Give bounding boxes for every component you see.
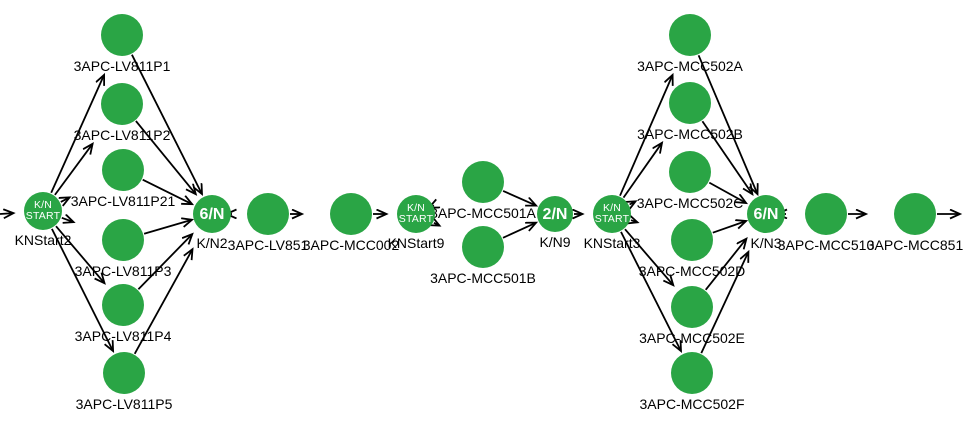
node-lv811p2[interactable]	[101, 83, 143, 125]
node-inner-text: 6/N	[753, 205, 779, 223]
edge-mcc502e-kn3	[704, 239, 747, 291]
node-mcc501a[interactable]	[462, 161, 504, 203]
node-mcc502f[interactable]	[671, 352, 713, 394]
node-label: 3APC-MCC501A	[430, 205, 536, 221]
edge-knstart2-lv811p21	[61, 197, 70, 202]
node-inner-text: 6/N	[199, 205, 225, 223]
edge-lv811p21-kn2	[142, 178, 192, 205]
node-mcc502b[interactable]	[669, 82, 711, 124]
edge-knstart2-lv811p4	[55, 225, 105, 283]
node-label: 3APC-LV851	[227, 237, 309, 253]
node-label: 3APC-LV811P1	[73, 58, 171, 74]
node-lv851[interactable]	[247, 193, 289, 235]
node-label: 3APC-LV811P5	[75, 396, 173, 412]
node-label: 3APC-MCC502B	[637, 126, 743, 142]
node-label: 3APC-MCC502A	[637, 58, 743, 74]
edge-mcc501a-kn9	[502, 190, 536, 206]
node-lv811p1[interactable]	[101, 14, 143, 56]
edge-knstart3-mcc502c	[630, 201, 636, 204]
edge-knstart2-lv811p1	[50, 75, 104, 194]
node-label: 3APC-MCC502E	[639, 330, 745, 346]
node-inner-text: 2/N	[542, 205, 568, 223]
node-label: 3APC-LV811P3	[74, 263, 172, 279]
node-label: 3APC-MCC502D	[638, 263, 746, 279]
edge-mcc502f-kn3	[700, 252, 748, 354]
node-label: 3APC-MCC502C	[636, 195, 744, 211]
node-label: 3APC-LV811P2	[73, 127, 171, 143]
node-mcc502e[interactable]	[671, 286, 713, 328]
node-label: 3APC-MCC501B	[430, 270, 536, 286]
node-lv811p4[interactable]	[102, 284, 144, 326]
edge-mcc502a-kn3	[697, 54, 758, 194]
node-label: KNStart2	[14, 232, 72, 248]
node-label: 3APC-MCC002	[302, 237, 400, 253]
node-label: K/N9	[539, 234, 571, 250]
edge-knstart2-lv811p2	[54, 144, 93, 196]
edge-knstart3-mcc502a	[619, 75, 673, 197]
node-label: 3APC-MCC851	[866, 237, 964, 253]
edge-lv811p1-kn2	[131, 54, 202, 194]
edge-knstart3-mcc502b	[622, 143, 663, 199]
edge-mcc502b-kn3	[701, 120, 752, 194]
node-label: KNStart9	[387, 235, 445, 251]
edge-knstart3-mcc502e	[624, 228, 673, 285]
edge-mcc502d-kn3	[712, 221, 746, 234]
edge-knstart2-lv811p3	[61, 218, 74, 222]
node-label: K/N3	[750, 235, 782, 251]
node-kn3[interactable]: 6/N	[747, 195, 785, 233]
edge-knstart3-mcc502f	[620, 231, 681, 351]
node-mcc501b[interactable]	[462, 226, 504, 268]
edge-lv811p4-kn2	[137, 234, 192, 290]
node-mcc510[interactable]	[805, 193, 847, 235]
node-lv811p3[interactable]	[102, 219, 144, 261]
node-lv811p5[interactable]	[103, 352, 145, 394]
edge-group	[0, 54, 960, 355]
edge-lv811p2-kn2	[135, 120, 196, 194]
node-label: 3APC-LV811P21	[70, 193, 176, 209]
node-label: 3APC-MCC510	[777, 237, 875, 253]
node-kn2[interactable]: 6/N	[193, 195, 231, 233]
node-label: K/N2	[196, 235, 228, 251]
node-lv811p21[interactable]	[102, 149, 144, 191]
edge-lv811p5-kn2	[133, 249, 193, 355]
edge-knstart9-mcc501b	[434, 223, 440, 226]
node-label: 3APC-MCC502F	[639, 396, 745, 412]
edge-mcc501b-kn9	[502, 223, 536, 239]
edge-entry-knstart2	[0, 213, 14, 214]
node-mcc502d[interactable]	[671, 219, 713, 261]
node-kn9[interactable]: 2/N	[537, 196, 573, 232]
node-label: KNStart3	[583, 235, 641, 251]
node-mcc002[interactable]	[330, 193, 372, 235]
edge-knstart2-lv811p5	[51, 228, 113, 351]
edge-knstart3-mcc502d	[631, 220, 638, 222]
node-mcc502c[interactable]	[669, 151, 711, 193]
edge-mcc502c-kn3	[708, 181, 746, 203]
node-mcc851[interactable]	[894, 193, 936, 235]
node-mcc502a[interactable]	[669, 14, 711, 56]
node-label: 3APC-LV811P4	[74, 328, 172, 344]
edge-lv811p3-kn2	[143, 220, 192, 235]
